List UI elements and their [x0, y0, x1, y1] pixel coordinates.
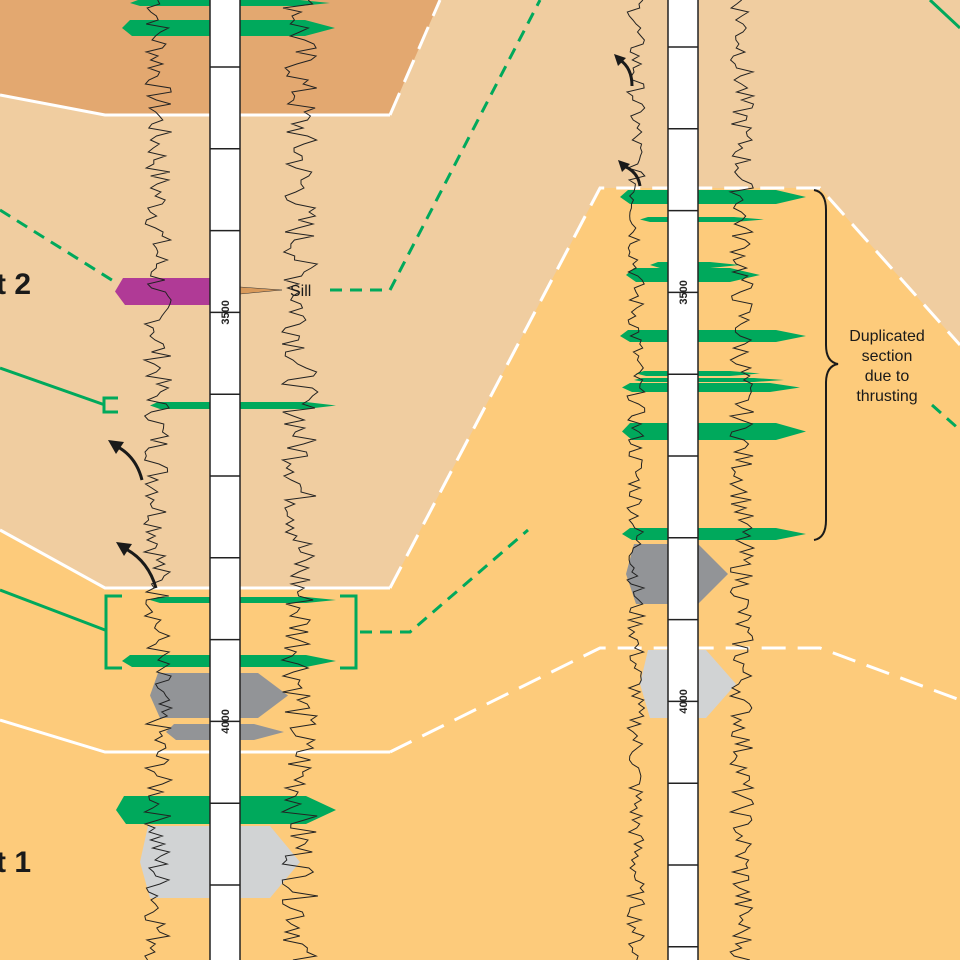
annotation-line: section [862, 348, 913, 365]
log-bed-right [698, 378, 784, 382]
log-bed-left [140, 826, 210, 898]
log-bed-right [240, 20, 335, 36]
boundary-solid [0, 528, 390, 590]
log-bed-right [240, 673, 288, 718]
log-bed-right [240, 597, 336, 603]
log-bed-left [636, 371, 668, 376]
resistivity-log [728, 0, 756, 960]
bracket-right [340, 594, 358, 670]
bracket-small [102, 396, 118, 414]
log-bed-left [130, 0, 210, 6]
unit-1-label: t 1 [0, 846, 31, 879]
log-bed-right [698, 383, 800, 392]
log-bed-right [698, 190, 806, 204]
depth-label: 3500 [678, 280, 690, 304]
correlation-dashed [360, 528, 529, 634]
log-bed-right [698, 544, 728, 604]
arrowhead-icon [108, 440, 124, 454]
arrowhead-icon [618, 160, 630, 172]
correlation-dashed [330, 0, 542, 292]
log-bed-right [698, 423, 806, 440]
log-bed-left [622, 528, 668, 540]
depth-label: 4000 [220, 709, 232, 733]
unit-boundaries [0, 0, 960, 754]
boundary-dashed [388, 186, 960, 589]
log-bed-right [698, 217, 764, 222]
boundary-dashed [388, 0, 442, 116]
log-bed-left [640, 650, 668, 718]
log-bed-left [626, 268, 668, 282]
depth-column [667, 0, 699, 960]
gamma-ray-log [625, 0, 647, 960]
correlation-dashed [931, 403, 960, 432]
resistivity-log [280, 0, 319, 960]
correlation-solid [928, 0, 960, 30]
gamma-ray-log [142, 0, 174, 960]
log-bed-right [240, 724, 284, 740]
log-bed-left [150, 597, 210, 603]
log-bed-left [622, 383, 668, 392]
correlation-dashed [0, 208, 116, 284]
annotation-line: due to [865, 368, 910, 385]
annotation: Duplicated section due to thrusting [849, 328, 925, 405]
boundary-solid [0, 93, 390, 117]
arrowhead-icon [116, 542, 132, 556]
boundary-dashed [389, 646, 960, 754]
arrowhead-icon [614, 54, 626, 66]
log-bed-left [150, 673, 210, 718]
log-bed-right [240, 796, 336, 824]
depth-label: 3500 [220, 300, 232, 324]
annotation-line: Duplicated [849, 328, 925, 345]
brace [813, 189, 839, 541]
log-bed-left [650, 262, 668, 268]
arrowheads [108, 54, 630, 556]
annotation-line: thrusting [856, 388, 917, 405]
log-bed-left [150, 402, 210, 409]
sill-label: Sill [290, 283, 311, 300]
correlation-solid [0, 588, 106, 632]
correlation-solid [0, 366, 106, 407]
log-bed-right [698, 650, 736, 718]
boundary-solid [0, 718, 390, 754]
log-bed-left [620, 190, 668, 204]
depth-label: 4000 [678, 689, 690, 713]
unit-2-label: t 2 [0, 268, 31, 301]
log-bed-right [698, 262, 740, 268]
log-bed-left [626, 544, 668, 604]
log-bed-left [620, 330, 668, 342]
depth-column [209, 0, 241, 960]
log-bed-left [116, 796, 210, 824]
log-bed-left [166, 724, 210, 740]
log-bed-right [698, 528, 806, 540]
log-bed-left [640, 217, 668, 222]
correlation-lines [0, 0, 960, 670]
log-bed-right [698, 330, 806, 342]
bracket-left [104, 594, 122, 670]
log-bed-left [122, 655, 210, 667]
log-bed-right [698, 371, 760, 376]
